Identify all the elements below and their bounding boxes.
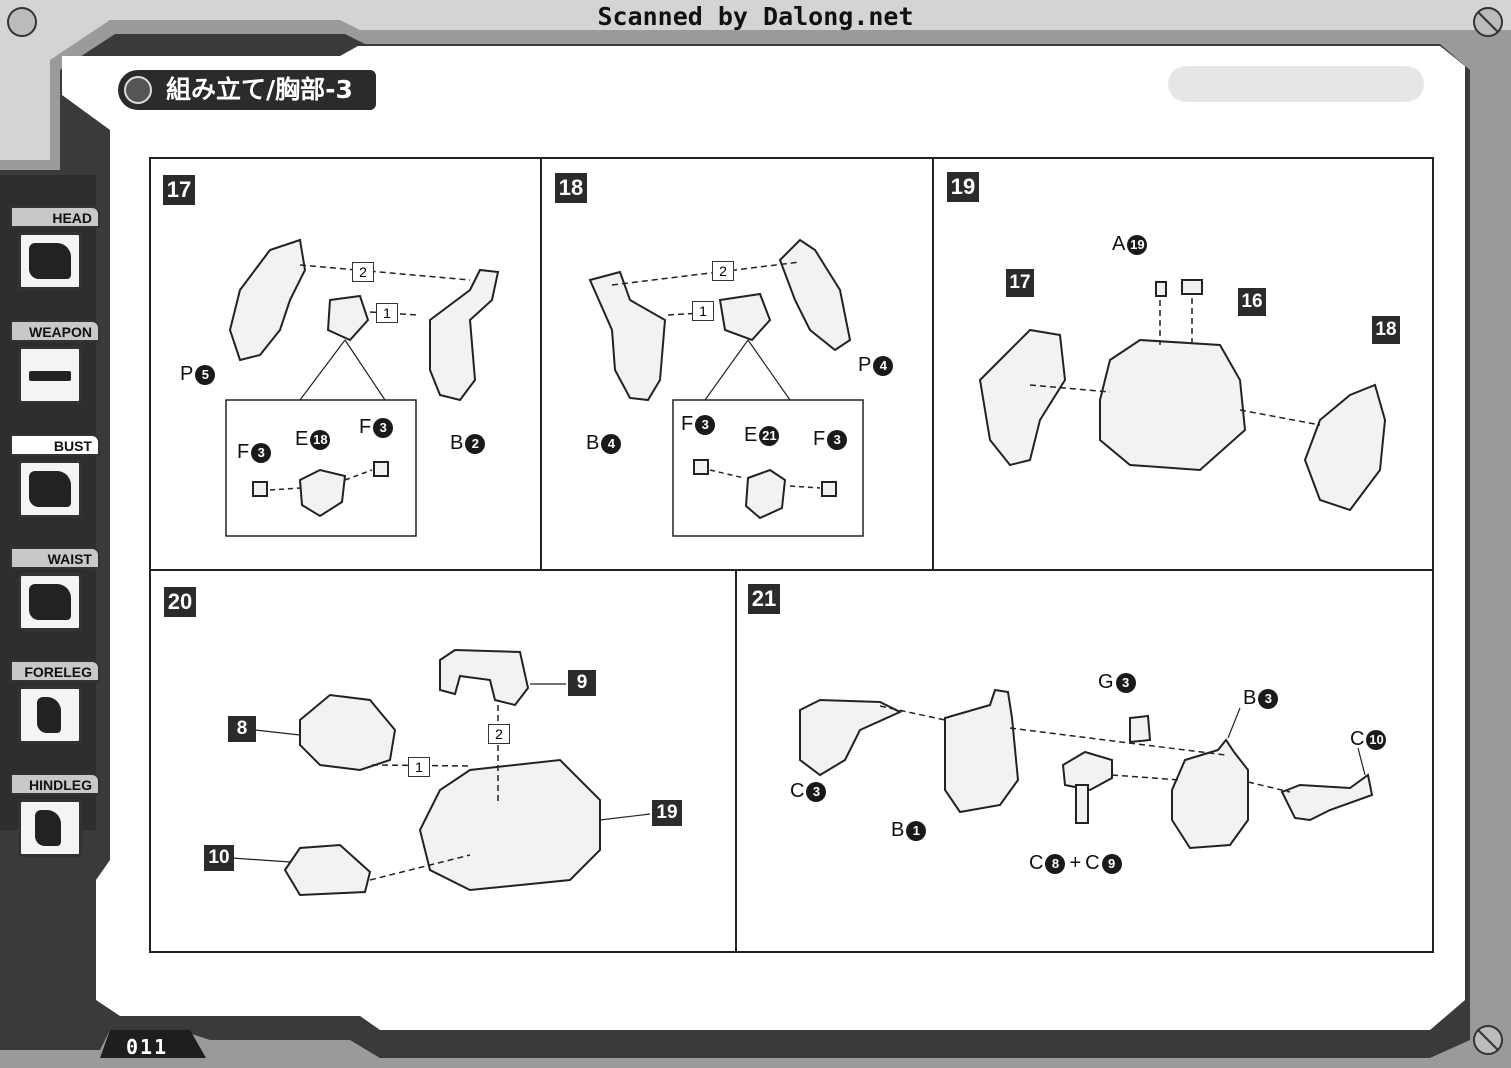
sequence-marker: 2	[712, 261, 734, 281]
nav-tab-hindleg[interactable]: HINDLEG	[10, 773, 100, 857]
nav-tab-foreleg[interactable]: FORELEG	[10, 660, 100, 744]
bust-icon	[18, 460, 82, 518]
section-title: 組み立て/胸部-3	[118, 70, 376, 110]
nav-tab-bust[interactable]: BUST	[10, 434, 100, 518]
foreleg-icon	[18, 686, 82, 744]
sequence-marker: 1	[692, 301, 714, 321]
sub-assembly-ref: 9	[568, 670, 596, 696]
nav-tab-label: HEAD	[10, 206, 100, 228]
sub-assembly-ref: 19	[652, 800, 682, 826]
page-number: 011	[126, 1035, 169, 1059]
step-number: 17	[163, 175, 195, 205]
hindleg-icon	[18, 799, 82, 857]
nav-tab-waist[interactable]: WAIST	[10, 547, 100, 631]
sub-assembly-ref: 8	[228, 716, 256, 742]
step-number: 18	[555, 173, 587, 203]
step-number: 20	[164, 587, 196, 617]
sub-assembly-ref: 18	[1372, 316, 1400, 344]
sequence-marker: 2	[352, 262, 374, 282]
sub-assembly-ref: 10	[204, 845, 234, 871]
nav-tab-label: WEAPON	[10, 320, 100, 342]
nav-tab-label: HINDLEG	[10, 773, 100, 795]
step-number: 21	[748, 584, 780, 614]
scan-watermark: Scanned by Dalong.net	[597, 2, 914, 31]
step-number: 19	[947, 172, 979, 202]
sub-assembly-ref: 17	[1006, 269, 1034, 297]
compass-icon	[124, 76, 152, 104]
nav-tab-label: FORELEG	[10, 660, 100, 682]
sequence-marker: 2	[488, 724, 510, 744]
nav-tab-head[interactable]: HEAD	[10, 206, 100, 290]
sequence-marker: 1	[408, 757, 430, 777]
sub-assembly-ref: 16	[1238, 288, 1266, 316]
nav-tab-label: WAIST	[10, 547, 100, 569]
waist-icon	[18, 573, 82, 631]
nav-tab-weapon[interactable]: WEAPON	[10, 320, 100, 404]
weapon-icon	[18, 346, 82, 404]
sequence-marker: 1	[376, 303, 398, 323]
section-title-text: 組み立て/胸部-3	[166, 75, 353, 104]
head-icon	[18, 232, 82, 290]
nav-tab-label: BUST	[10, 434, 100, 456]
